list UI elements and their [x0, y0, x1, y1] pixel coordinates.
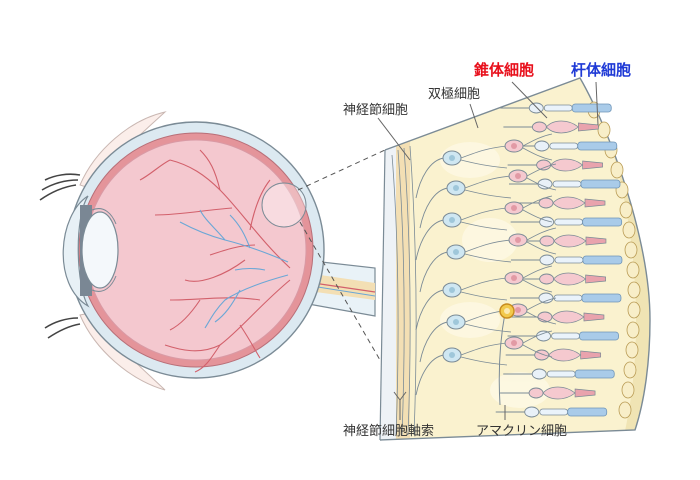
rod-cell	[509, 178, 621, 190]
cornea	[62, 195, 90, 308]
zoom-region-circle	[261, 182, 307, 228]
rod-cell	[495, 406, 608, 418]
bipolar-cell	[504, 133, 553, 161]
ganglion-cell	[419, 175, 512, 229]
label-rod-cell: 杆体細胞	[571, 61, 632, 79]
label-amacrine-cell: アマクリン細胞	[476, 424, 568, 439]
cone-cell	[510, 196, 606, 210]
ganglion-cell	[415, 145, 508, 199]
eyelashes-upper	[39, 173, 81, 201]
cone-cell	[503, 120, 599, 134]
retinal-vessels-blue	[179, 209, 289, 329]
eye-illustration	[39, 111, 376, 391]
rod-cell	[509, 292, 622, 304]
ganglion-cell	[419, 239, 512, 293]
bipolar-cell	[504, 330, 553, 358]
bipolar-cell	[508, 163, 557, 191]
cone-cell	[508, 310, 605, 324]
ganglion-cell	[415, 342, 508, 396]
cone-cell	[505, 348, 602, 362]
rod-cell	[507, 330, 619, 342]
label-ganglion-cell: 神経節細胞	[343, 103, 409, 118]
ganglion-cell	[419, 309, 512, 363]
label-ganglion-axon: 神経節細胞軸索	[343, 424, 435, 439]
neuron-layer	[415, 133, 557, 396]
label-cone-cell: 錐体細胞	[474, 61, 535, 79]
retinal-vessels-red	[139, 149, 291, 373]
ganglion-axon-fibers	[391, 145, 417, 436]
cone-cell	[507, 158, 603, 172]
leader-lines	[377, 81, 599, 420]
amacrine-cell	[498, 303, 515, 406]
rod-cell	[510, 254, 623, 266]
zoom-line-top	[297, 149, 386, 191]
rod-cell	[503, 368, 615, 380]
ganglion-cell	[415, 207, 508, 261]
lens	[81, 211, 119, 289]
rod-cell	[505, 140, 618, 152]
bipolar-cell	[508, 227, 557, 255]
label-bipolar-cell: 双極細胞	[428, 87, 481, 102]
cone-cell	[510, 234, 607, 248]
eyelashes-lower	[44, 317, 81, 339]
retina-panel-outline	[379, 77, 651, 441]
cone-cell	[510, 272, 606, 286]
ganglion-cell	[415, 277, 508, 331]
cone-cell	[500, 386, 596, 400]
bipolar-cell	[504, 195, 553, 223]
bipolar-cell	[504, 265, 553, 293]
